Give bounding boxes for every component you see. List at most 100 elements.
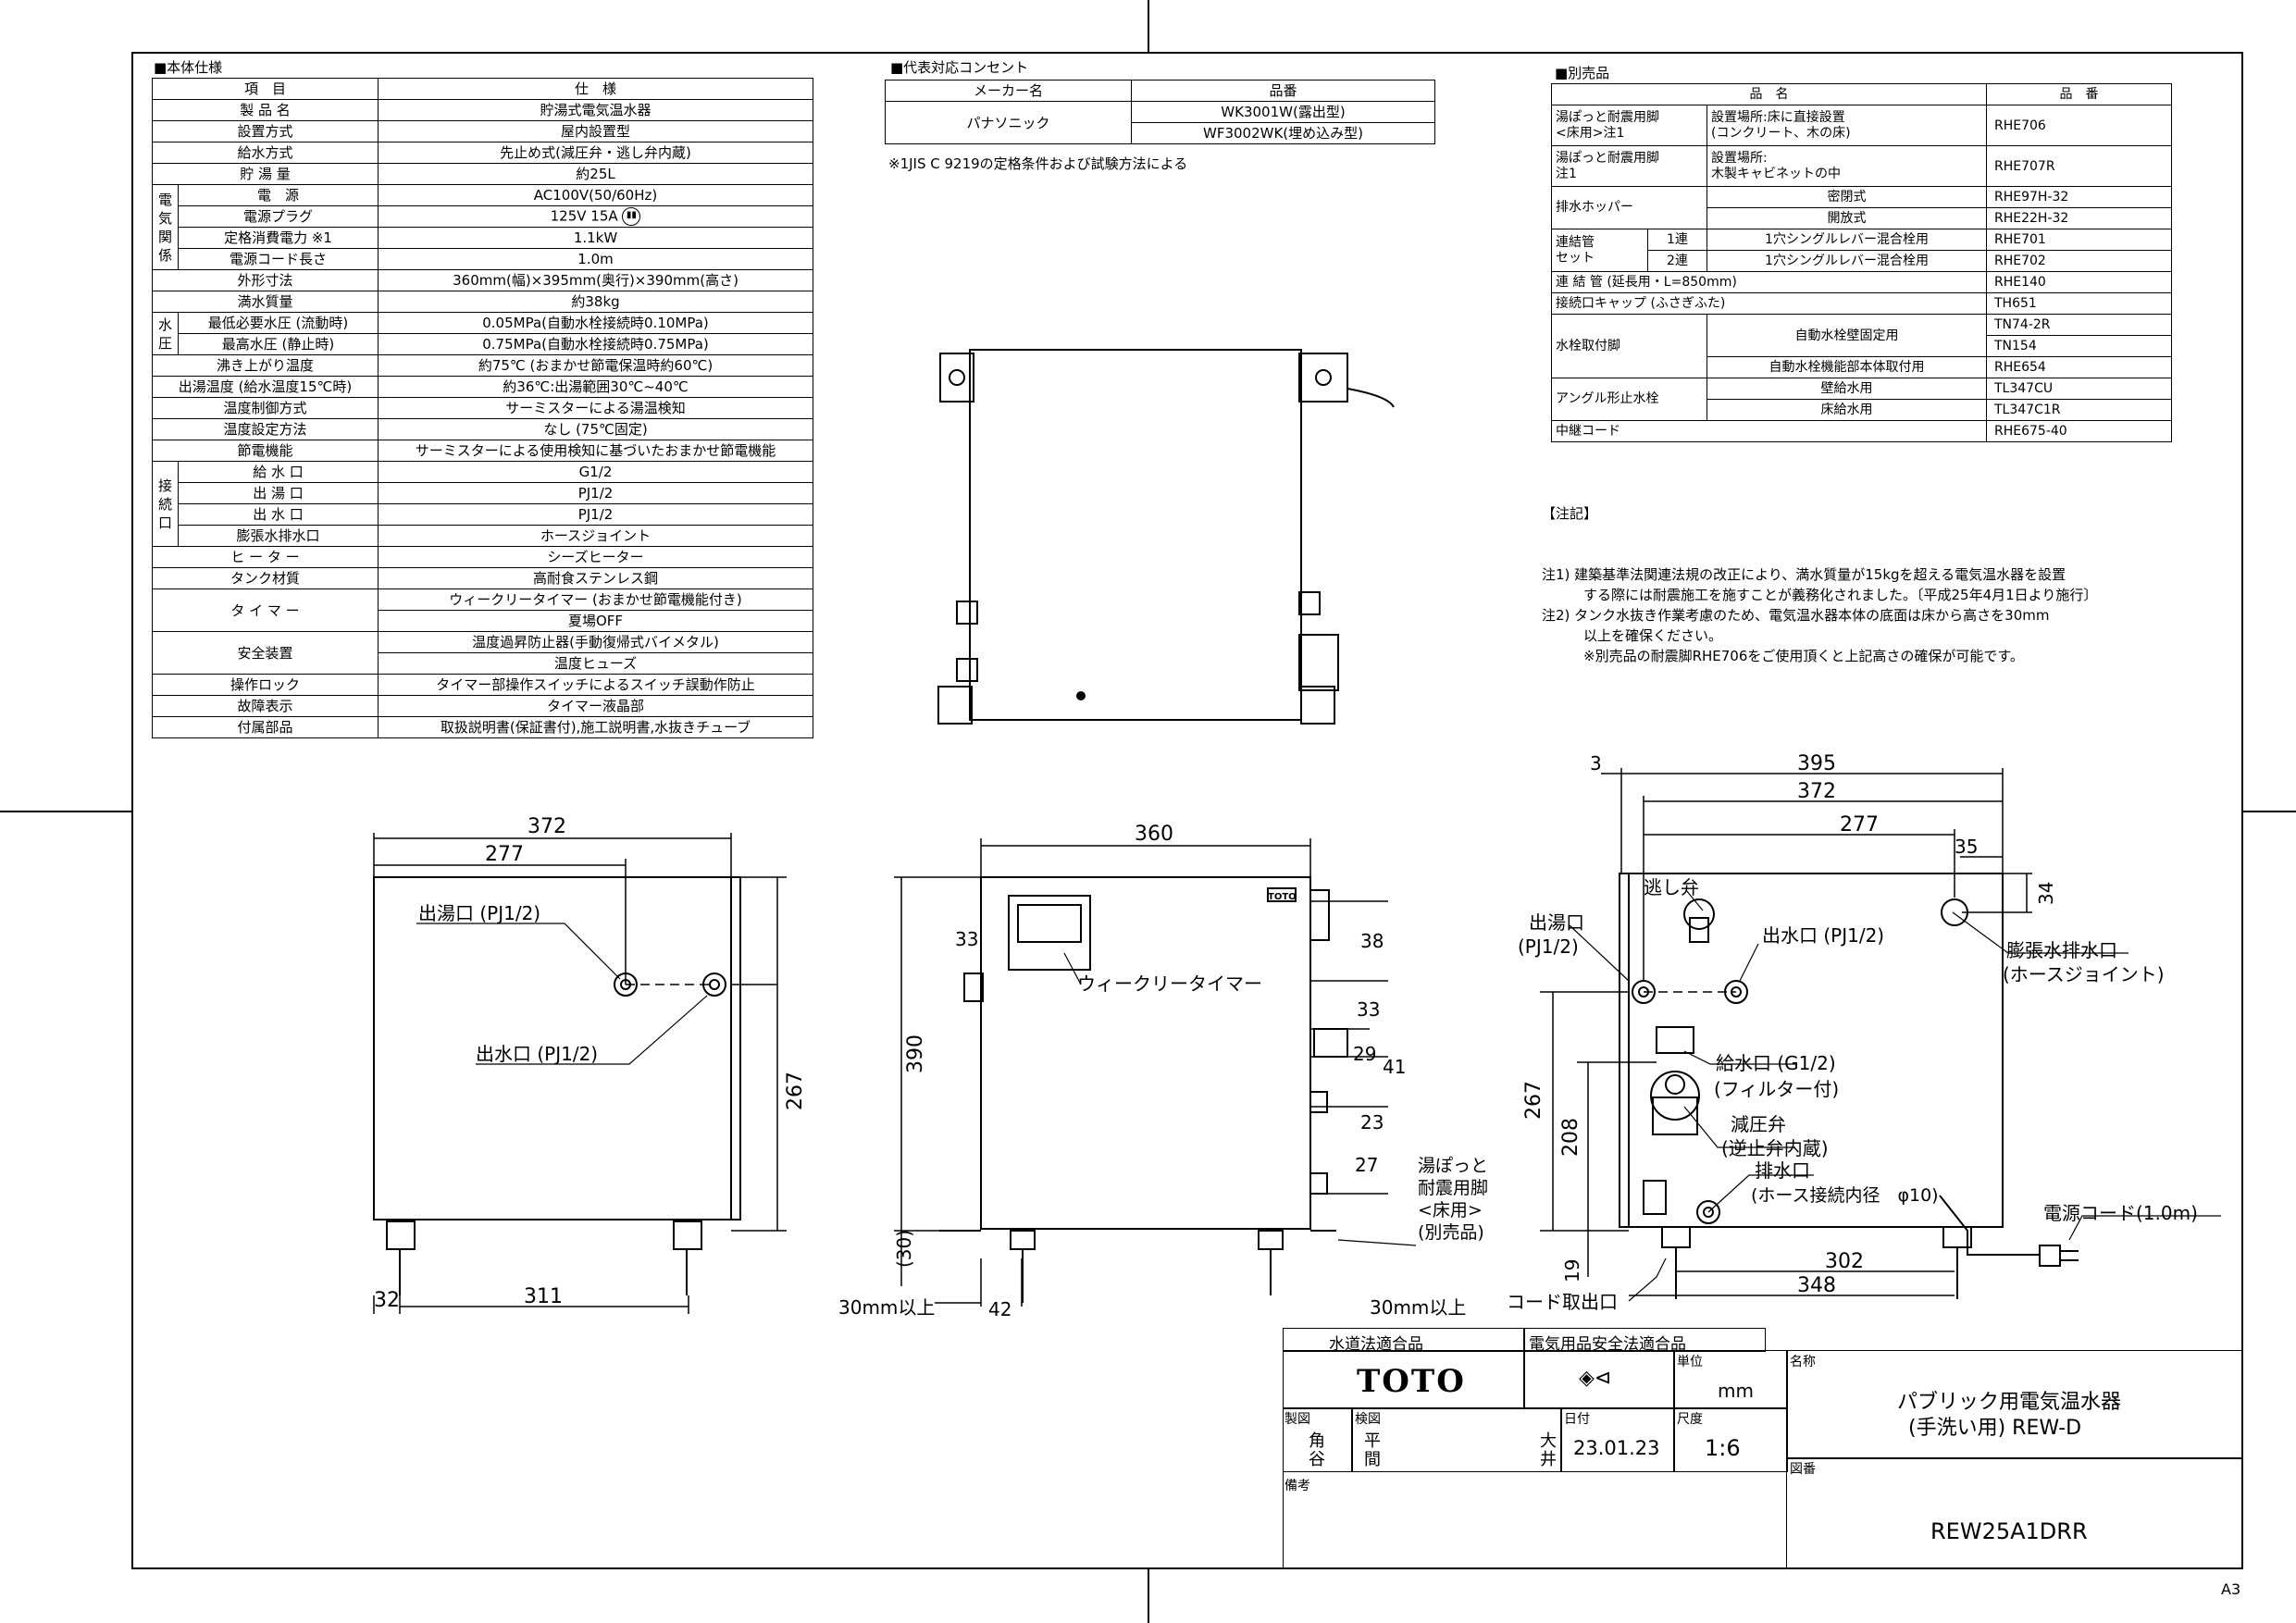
- option-name-text: 接続口キャップ (ふさぎふた): [1556, 295, 1726, 311]
- option-code: TL347C1R: [1986, 399, 2172, 421]
- option-code: RHE22H-32: [1986, 207, 2172, 229]
- dim-front-42: 42: [988, 1298, 1011, 1320]
- drawing-frame: [131, 52, 2243, 1569]
- callout-drain: 排水口: [1755, 1159, 1810, 1182]
- dim-side-3: 3: [1590, 752, 1602, 774]
- spec-value: 約38kg: [378, 291, 814, 313]
- option-name: 排水ホッパー: [1551, 186, 1707, 229]
- dim-front-29: 29: [1353, 1043, 1376, 1065]
- spec-label: 電源コード長さ: [177, 248, 379, 270]
- spec-label: 最高水圧 (静止時): [177, 333, 379, 355]
- dimension-lines: [373, 768, 2032, 1314]
- notes-block: 【注記】 注1) 建築基準法関連法規の改正により、満水質量が15kgを超える電気…: [1542, 463, 2097, 687]
- spec-group-char: 圧: [157, 334, 172, 352]
- option-sub-text: 設置場所: 木製キャビネットの中: [1711, 150, 1841, 181]
- dim-front-30: (30): [893, 1230, 915, 1268]
- spec-label: 最低必要水圧 (流動時): [177, 312, 379, 334]
- note-line: 注1) 建築基準法関連法規の改正により、満水質量が15kgを超える電気温水器を設…: [1542, 566, 2066, 583]
- callout-leg: 耐震用脚: [1418, 1178, 1488, 1198]
- spec-group-char: 水: [157, 316, 172, 333]
- spec-value: ウィークリータイマー (おまかせ節電機能付き): [378, 588, 814, 611]
- dim-front-33a: 33: [955, 928, 978, 950]
- spec-label: 出湯温度 (給水温度15℃時): [151, 376, 379, 398]
- spec-group-char: 電: [157, 191, 172, 208]
- spec-label: 出 水 口: [177, 503, 379, 526]
- callout-power-cord: 電源コード(1.0m): [2043, 1202, 2198, 1224]
- spec-group-char: 係: [157, 246, 172, 264]
- options-header-code: 品 番: [1986, 83, 2172, 105]
- spec-group-char: 続: [157, 495, 172, 513]
- unit-value: mm: [1718, 1380, 1754, 1402]
- sheet-size: A3: [2221, 1580, 2241, 1598]
- drawn-label: 製図: [1285, 1412, 1310, 1427]
- checked-by-2: 井: [1540, 1450, 1557, 1469]
- callout-expansion-drain: 膨張水排水口: [2006, 939, 2117, 961]
- projection-symbol-icon: ◈⊲: [1579, 1367, 1612, 1390]
- spec-value: タイマー部操作スイッチによるスイッチ誤動作防止: [378, 674, 814, 696]
- option-code: TH651: [1986, 292, 2172, 315]
- option-sub: 自動水栓壁固定用: [1706, 314, 1987, 357]
- spec-label: ヒ ー タ ー: [151, 546, 379, 568]
- option-name: 湯ぽっと耐震用脚 <床用>注1: [1551, 105, 1707, 146]
- spec-group-char: 接: [157, 477, 172, 494]
- callout-back-water-outlet: 出水口 (PJ1/2): [476, 1043, 598, 1065]
- dim-back-267: 267: [784, 1072, 807, 1110]
- drawing-no-label: 図番: [1790, 1462, 1816, 1477]
- dim-side-35: 35: [1955, 836, 1978, 858]
- spec-value: 屋内設置型: [378, 120, 814, 142]
- checked-by-2: 大: [1540, 1431, 1557, 1451]
- callout-expansion-drain: (ホースジョイント): [2003, 963, 2165, 985]
- spec-value: 1.1kW: [378, 227, 814, 249]
- option-code: RHE707R: [1986, 145, 2172, 187]
- cert-waterworks: 水道法適合品: [1329, 1335, 1423, 1354]
- spec-label: 故障表示: [151, 695, 379, 717]
- option-name: 連結管 セット: [1551, 229, 1648, 272]
- checked-label: 検図: [1355, 1412, 1381, 1427]
- options-header-name: 品 名: [1551, 83, 1987, 105]
- dimension-text: 372 277 267 311 32 出湯口 (PJ1/2) 出水口 (PJ1/…: [374, 752, 2198, 1320]
- dim-side-348: 348: [1797, 1274, 1836, 1297]
- date-value: 23.01.23: [1573, 1437, 1660, 1459]
- note-line: する際には耐震施工を施すことが義務化されました。〔平成25年4月1日より施行〕: [1542, 587, 2098, 603]
- callout-leg: (別売品): [1418, 1222, 1484, 1243]
- callout-reducer: (逆止弁内蔵): [1721, 1137, 1829, 1159]
- spec-label: 温度設定方法: [151, 418, 379, 440]
- spec-label: 貯 湯 量: [151, 163, 379, 185]
- callout-relief-valve: 逃し弁: [1644, 876, 1699, 898]
- dim-back-311: 311: [524, 1285, 563, 1308]
- dim-side-208: 208: [1559, 1118, 1582, 1157]
- checked-by: 間: [1364, 1450, 1381, 1469]
- option-code: RHE702: [1986, 250, 2172, 272]
- dim-front-30mm-a: 30mm以上: [838, 1296, 935, 1319]
- option-sub: 開放式: [1706, 207, 1987, 229]
- outlet-maker: パナソニック: [885, 101, 1132, 144]
- callout-cord-exit: コード取出口: [1507, 1291, 1618, 1313]
- spec-value: 温度過昇防止器(手動復帰式バイメタル): [378, 631, 814, 653]
- center-mark-right: [2243, 811, 2296, 812]
- option-name-text: 湯ぽっと耐震用脚 注1: [1556, 150, 1659, 181]
- callout-leg: 湯ぽっと: [1418, 1156, 1488, 1176]
- dim-side-302: 302: [1825, 1250, 1864, 1273]
- dim-side-267: 267: [1522, 1081, 1545, 1120]
- dim-front-38: 38: [1360, 930, 1384, 952]
- cert-electrical: 電気用品安全法適合品: [1529, 1335, 1686, 1354]
- callout-side-hot-outlet: (PJ1/2): [1518, 935, 1579, 958]
- spec-value: ホースジョイント: [378, 525, 814, 547]
- dim-front-390: 390: [904, 1035, 927, 1073]
- center-mark-left: [0, 811, 131, 812]
- drawn-by: 谷: [1309, 1450, 1325, 1469]
- spec-label: 電 源: [177, 184, 379, 206]
- spec-label: 給 水 口: [177, 461, 379, 483]
- title-block: 水道法適合品 電気用品安全法適合品 TOTO ◈⊲ 単位 mm 名称 パブリック…: [1283, 1328, 2243, 1569]
- option-name: アングル形止水栓: [1551, 378, 1707, 421]
- spec-value: 取扱説明書(保証書付),施工説明書,水抜きチューブ: [378, 716, 814, 738]
- dim-front-27: 27: [1355, 1154, 1378, 1176]
- center-mark-bottom: [1148, 1569, 1149, 1623]
- dim-front-23: 23: [1360, 1111, 1384, 1134]
- callout-side-water-outlet: 出水口 (PJ1/2): [1762, 924, 1884, 947]
- callout-reducer: 減圧弁: [1731, 1113, 1786, 1135]
- leader-lines: [416, 889, 2221, 1302]
- option-sub: 密閉式: [1706, 186, 1987, 208]
- option-name-text: 中継コード: [1556, 423, 1620, 439]
